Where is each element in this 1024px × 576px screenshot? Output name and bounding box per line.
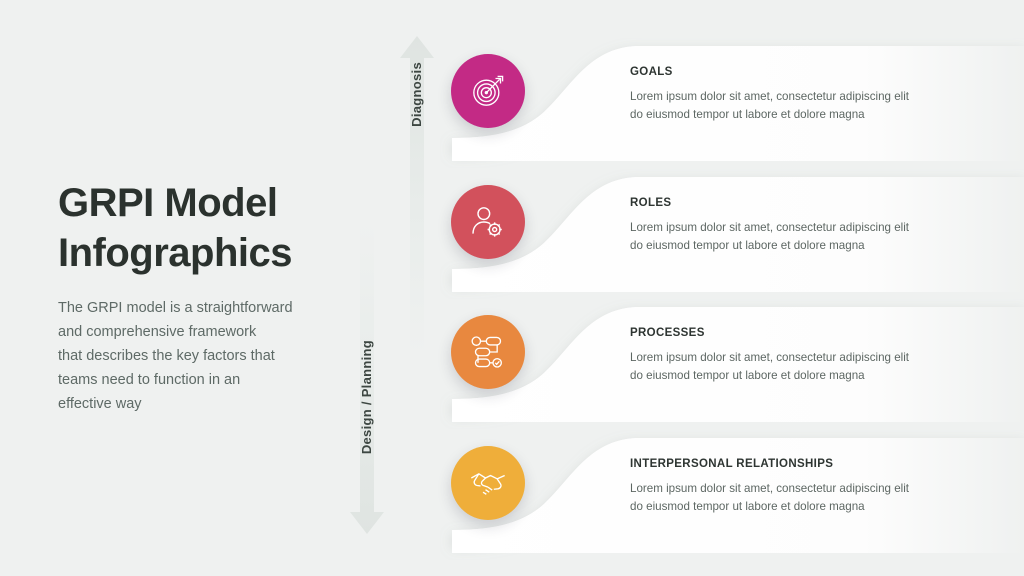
target-icon	[473, 75, 504, 106]
row-body: Lorem ipsum dolor sit amet, consectetur …	[630, 482, 910, 513]
page-title: GRPI Model Infographics	[58, 181, 293, 275]
ribbon-shape	[452, 438, 1024, 553]
page-description: The GRPI model is a straightforward and …	[58, 300, 293, 412]
ribbon-shape	[452, 46, 1024, 161]
row-text-interpersonal-relationships: INTERPERSONAL RELATIONSHIPS Lorem ipsum …	[630, 458, 990, 516]
handshake-icon	[471, 473, 505, 495]
icon-circle-processes	[451, 315, 525, 389]
info-row-interpersonal-relationships[interactable]: INTERPERSONAL RELATIONSHIPS Lorem ipsum …	[440, 430, 1024, 560]
row-title: GOALS	[630, 66, 673, 78]
row-title: INTERPERSONAL RELATIONSHIPS	[630, 458, 834, 470]
info-row-processes[interactable]: PROCESSES Lorem ipsum dolor sit amet, co…	[440, 299, 1024, 429]
arrow-diagnosis-label: Diagnosis	[409, 62, 424, 127]
row-text-goals: GOALS Lorem ipsum dolor sit amet, consec…	[630, 66, 990, 124]
person-gear-icon	[472, 207, 502, 237]
process-arrows: Diagnosis Design / Planning	[338, 0, 448, 576]
arrow-diagnosis: Diagnosis	[400, 36, 434, 356]
row-body: Lorem ipsum dolor sit amet, consectetur …	[630, 221, 910, 252]
arrow-up-icon	[400, 36, 434, 356]
row-title: PROCESSES	[630, 327, 705, 339]
icon-circle-goals	[451, 54, 525, 128]
row-text-processes: PROCESSES Lorem ipsum dolor sit amet, co…	[630, 327, 990, 385]
info-row-roles[interactable]: ROLES Lorem ipsum dolor sit amet, consec…	[440, 169, 1024, 299]
arrow-design-planning-label: Design / Planning	[359, 340, 374, 455]
ribbon-shape	[452, 177, 1024, 292]
row-text-roles: ROLES Lorem ipsum dolor sit amet, consec…	[630, 197, 990, 255]
workflow-icon	[471, 336, 502, 368]
intro-panel: GRPI Model Infographics The GRPI model i…	[58, 178, 358, 416]
arrow-design-planning: Design / Planning	[350, 222, 384, 534]
info-row-goals[interactable]: GOALS Lorem ipsum dolor sit amet, consec…	[440, 38, 1024, 168]
ribbon-shape	[452, 307, 1024, 422]
arrow-down-icon	[350, 222, 384, 534]
icon-circle-interpersonal-relationships	[451, 446, 525, 520]
row-title: ROLES	[630, 197, 672, 209]
icon-circle-roles	[451, 185, 525, 259]
row-body: Lorem ipsum dolor sit amet, consectetur …	[630, 351, 910, 382]
row-body: Lorem ipsum dolor sit amet, consectetur …	[630, 90, 910, 121]
